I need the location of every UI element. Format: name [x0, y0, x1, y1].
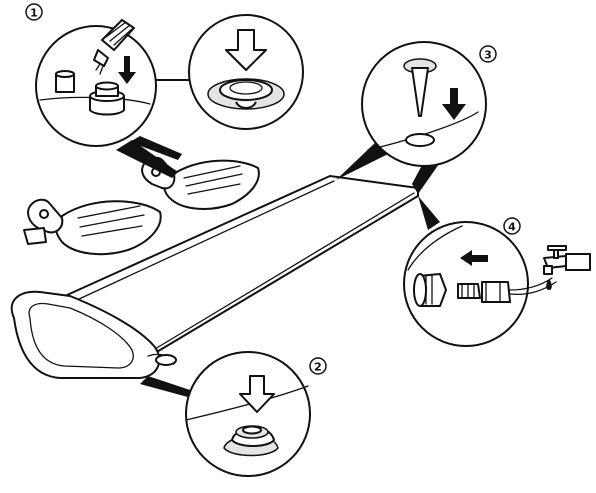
- tap-icon: [544, 246, 590, 274]
- step-2-number: 2: [314, 361, 322, 374]
- callout-2: ② 2: [140, 352, 326, 476]
- step-4-number: 4: [508, 221, 516, 234]
- side-pad-front: [24, 200, 161, 254]
- callout-1: ① 1: [26, 4, 303, 178]
- callout-3: ③ 3: [336, 42, 496, 194]
- step-3-number: 3: [484, 49, 492, 62]
- callout-4: ④ 4: [404, 196, 590, 346]
- step-1-number: 1: [30, 7, 38, 20]
